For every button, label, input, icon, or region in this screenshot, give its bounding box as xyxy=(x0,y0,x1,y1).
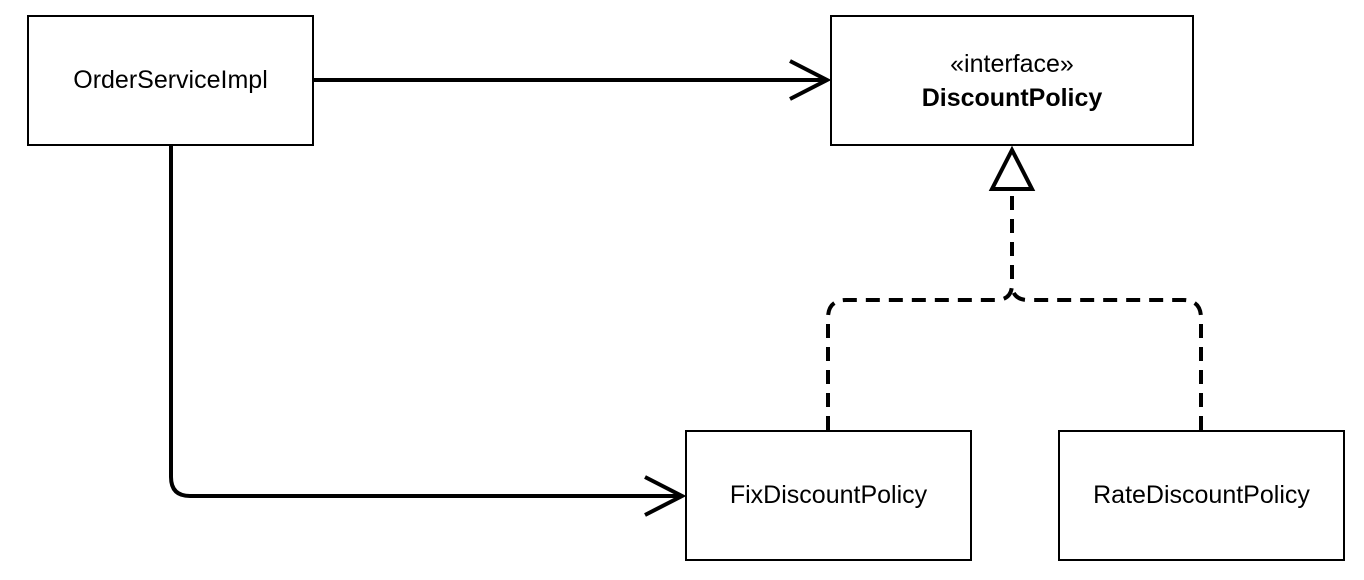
class-order-service-impl: OrderServiceImpl xyxy=(27,15,314,146)
open-arrowhead-to-fix xyxy=(644,475,687,517)
class-name: FixDiscountPolicy xyxy=(729,481,928,509)
association-order-to-fix-line xyxy=(169,146,682,498)
realization-fix-to-policy-line xyxy=(826,190,1014,430)
class-name: RateDiscountPolicy xyxy=(1093,481,1310,509)
hollow-triangle-arrowhead xyxy=(988,145,1036,191)
interface-stereotype: «interface» xyxy=(950,49,1074,78)
interface-discount-policy: «interface» DiscountPolicy xyxy=(830,15,1194,146)
class-fix-discount-policy: FixDiscountPolicy xyxy=(685,430,972,561)
class-rate-discount-policy: RateDiscountPolicy xyxy=(1058,430,1345,561)
open-arrowhead-to-policy xyxy=(789,59,832,101)
class-name: OrderServiceImpl xyxy=(73,66,268,94)
realization-rate-to-policy-line xyxy=(1010,283,1203,430)
interface-name: DiscountPolicy xyxy=(921,83,1103,112)
